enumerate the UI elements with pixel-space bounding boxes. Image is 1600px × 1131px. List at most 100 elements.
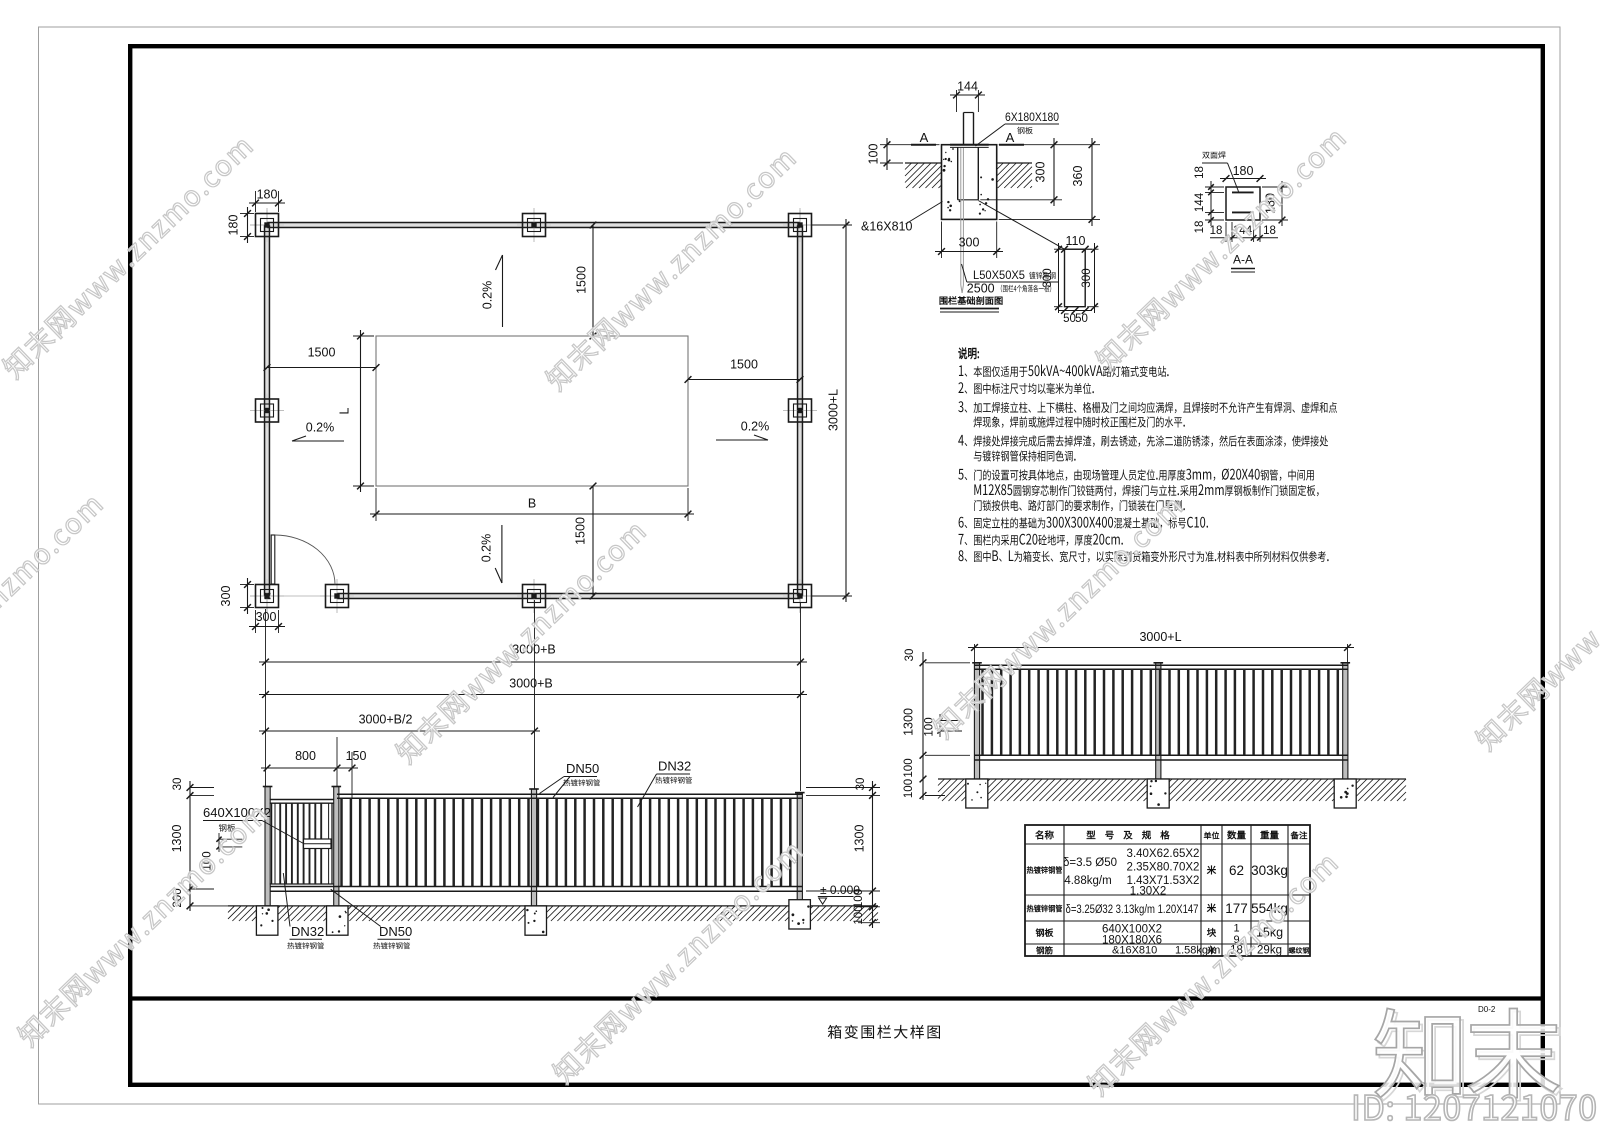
table-r3-qty2: 9 bbox=[1233, 934, 1239, 946]
plan-dim-post-width: 180 bbox=[257, 188, 278, 202]
elev-front-dn32-top-note: 热镀锌钢管 bbox=[655, 775, 693, 786]
plan-slope-bottom: 0.2% bbox=[480, 534, 494, 563]
elev-front-dn32-top: DN32 bbox=[658, 759, 691, 774]
foundation-angle-note: （围栏4个角落各一根） bbox=[997, 284, 1055, 295]
plan-dim-box-length: L bbox=[338, 407, 352, 414]
elev-side-dim-overall: 3000+L bbox=[1139, 630, 1181, 644]
elev-front-dim-200: 200 bbox=[172, 888, 184, 907]
note-line-12: 8、图中B、L为箱变长、宽尺寸，以实际到货箱变外形尺寸为准.材料表中所列材料仅供… bbox=[958, 544, 1329, 565]
elev-front-dn32-bottom: DN32 bbox=[291, 924, 324, 939]
section-mark-a-right: A bbox=[1006, 130, 1015, 145]
plan-slope-top: 0.2% bbox=[481, 281, 495, 310]
plan-dim-found-height: 300 bbox=[219, 586, 233, 607]
aa-dim-180-top: 180 bbox=[1233, 164, 1254, 178]
table-r3-name: 钢板 bbox=[1035, 926, 1054, 939]
table-r2-weight: 554kg bbox=[1251, 901, 1288, 916]
table-header-spec: 型号及规格 bbox=[1086, 828, 1179, 842]
elev-front-lock-plate-name: 钢板 bbox=[219, 822, 237, 834]
elev-front-dim-half: 3000+B/2 bbox=[359, 713, 413, 727]
plan-dim-overall-length: 3000+L bbox=[827, 389, 841, 431]
elev-front-dn50-top: DN50 bbox=[566, 761, 599, 776]
foundation-angle-spec: L50X50X5 bbox=[973, 270, 1025, 282]
table-r3-unit: 块 bbox=[1207, 925, 1217, 939]
aa-dim-144-left: 144 bbox=[1194, 192, 1206, 212]
aa-dim-18-bottom-right: 18 bbox=[1263, 225, 1276, 237]
watermark-text: 知末网www.znzmo.com bbox=[0, 483, 112, 744]
plan-dim-overall-width: 3000+B bbox=[512, 643, 555, 657]
aa-dim-18-bottom-left: 18 bbox=[1210, 225, 1223, 237]
note-line-8: M12X85圆钢穿芯制作门铰链两付，焊接门与立柱.采用2mm厚钢板制作门锁固定板… bbox=[973, 478, 1324, 499]
table-r1-spec-a1: δ=3.5 Ø50 bbox=[1063, 857, 1117, 869]
watermark-text: 知末网www.znzmo.com bbox=[8, 793, 277, 1054]
aa-dim-180-right: 180 bbox=[1264, 193, 1278, 214]
plan-dim-box-width: B bbox=[528, 497, 536, 511]
table-r2-unit: 米 bbox=[1206, 901, 1217, 915]
plan-dim-post-height: 180 bbox=[227, 215, 241, 236]
table-r2-name: 热镀锌钢管 bbox=[1027, 904, 1063, 915]
elev-front-dim-30-left: 30 bbox=[172, 778, 184, 791]
table-r3-spec2: 180X180X6 bbox=[1102, 935, 1162, 947]
note-line-10: 6、固定立柱的基础为300X300X400混凝土基础，标号C10. bbox=[958, 511, 1209, 532]
foundation-plate-name: 钢板 bbox=[1017, 126, 1033, 137]
note-line-9: 门锁按供电、路灯部门的要求制作，门锁装在门里侧. bbox=[973, 493, 1185, 514]
table-r1-qty: 62 bbox=[1229, 863, 1244, 878]
table-r1-unit: 米 bbox=[1206, 863, 1217, 877]
table-r3-qty1: 1 bbox=[1233, 923, 1239, 935]
sheet-number: D0-2 bbox=[1478, 1005, 1496, 1014]
aa-dim-18-left-bottom: 18 bbox=[1194, 221, 1206, 234]
plan-slope-left: 0.2% bbox=[306, 421, 335, 435]
foundation-angle-length: 2500 bbox=[967, 282, 995, 296]
note-line-11: 7、围栏内采用C20砼地坪，厚度20cm. bbox=[958, 528, 1124, 549]
table-r2-qty: 177 bbox=[1225, 901, 1248, 916]
aa-dim-18-left-top: 18 bbox=[1194, 166, 1206, 179]
elev-side-dim-100b: 100 bbox=[903, 779, 915, 798]
table-r4-name: 钢筋 bbox=[1036, 945, 1054, 957]
angle-detail-dim-50b: 50 bbox=[1075, 313, 1088, 325]
watermark-logo: 知末 bbox=[1372, 977, 1559, 1118]
watermark-text: 知末网www.znzmo.com bbox=[386, 510, 655, 771]
notes: 说明:1、本图仅适用于50kVA~400kVA路灯箱式变电站.2、图中标注尺寸均… bbox=[958, 344, 1338, 565]
table-r4-spec: &16X810 bbox=[1112, 945, 1157, 957]
title-bar: 箱变围栏大样图 D0-2 bbox=[827, 1005, 1496, 1043]
note-line-6: 与镀锌钢管保持相同色调. bbox=[973, 444, 1076, 465]
table-r2-spec: δ=3.25Ø32 3.13kg/m 1.20X147 bbox=[1066, 904, 1199, 916]
angle-detail-dim-300-right: 300 bbox=[1081, 268, 1093, 287]
elev-front-level: ± 0.000 bbox=[820, 883, 860, 897]
watermark-id: ID: 1207121070 bbox=[1351, 1081, 1597, 1130]
foundation-plate-spec: 6X180X180 bbox=[1005, 110, 1059, 124]
plan-view: 1801803003001500150015001500LB3000+L3000… bbox=[219, 188, 852, 791]
elev-front-dim-1300-right: 1300 bbox=[853, 825, 867, 853]
table-header-remark: 备注 bbox=[1289, 830, 1308, 842]
table-r4-weight: 29kg bbox=[1257, 945, 1282, 957]
table-r3-spec1: 640X100X2 bbox=[1102, 924, 1162, 936]
table-header-name: 名称 bbox=[1035, 828, 1055, 842]
table-r1-spec-b4: 1.30X2 bbox=[1130, 886, 1166, 898]
elev-front-dim-150: 150 bbox=[346, 749, 367, 763]
note-line-7: 5、门的设置可按具体地点，由现场管理人员定位.用厚度3mm，Ø20X40钢管，中… bbox=[958, 463, 1315, 484]
table-r3-weight: 15kg bbox=[1256, 926, 1283, 940]
plan-dim-inset-right: 1500 bbox=[730, 358, 758, 372]
watermark-text: 知末网www.znzmo.com bbox=[1078, 842, 1347, 1103]
watermark-logo-shadow: 知末 bbox=[1375, 980, 1562, 1121]
foundation-anchor-label: &16X810 bbox=[861, 220, 912, 234]
angle-detail-dim-50a: 50 bbox=[1063, 313, 1076, 325]
foundation-dim-360: 360 bbox=[1071, 166, 1085, 187]
aa-weld-label: 双面焊 bbox=[1202, 150, 1226, 161]
elev-front-dim-overall: 3000+B bbox=[509, 677, 552, 691]
elev-front-dn50-top-note: 热镀锌钢管 bbox=[563, 778, 601, 789]
table-r4-spec2: 1.58kg/m bbox=[1175, 945, 1220, 957]
table-r1-spec-b1: 3.40X62.65X2 bbox=[1127, 848, 1200, 860]
elev-front-dim-1300-left: 1300 bbox=[170, 825, 184, 853]
foundation-dim-100: 100 bbox=[867, 144, 881, 165]
aa-dim-144-bottom: 144 bbox=[1233, 225, 1253, 237]
elev-front-dn32-bottom-note: 热镀锌钢管 bbox=[287, 941, 325, 952]
elev-side-dim-100a: 100 bbox=[903, 758, 915, 777]
sheet-title: 箱变围栏大样图 bbox=[827, 1022, 943, 1043]
table-r1-spec-b3: 1.43X71.53X2 bbox=[1127, 875, 1200, 887]
table-r4-unit: 米 bbox=[1206, 945, 1216, 957]
foundation-title: 围栏基础剖面图 bbox=[939, 293, 1003, 307]
